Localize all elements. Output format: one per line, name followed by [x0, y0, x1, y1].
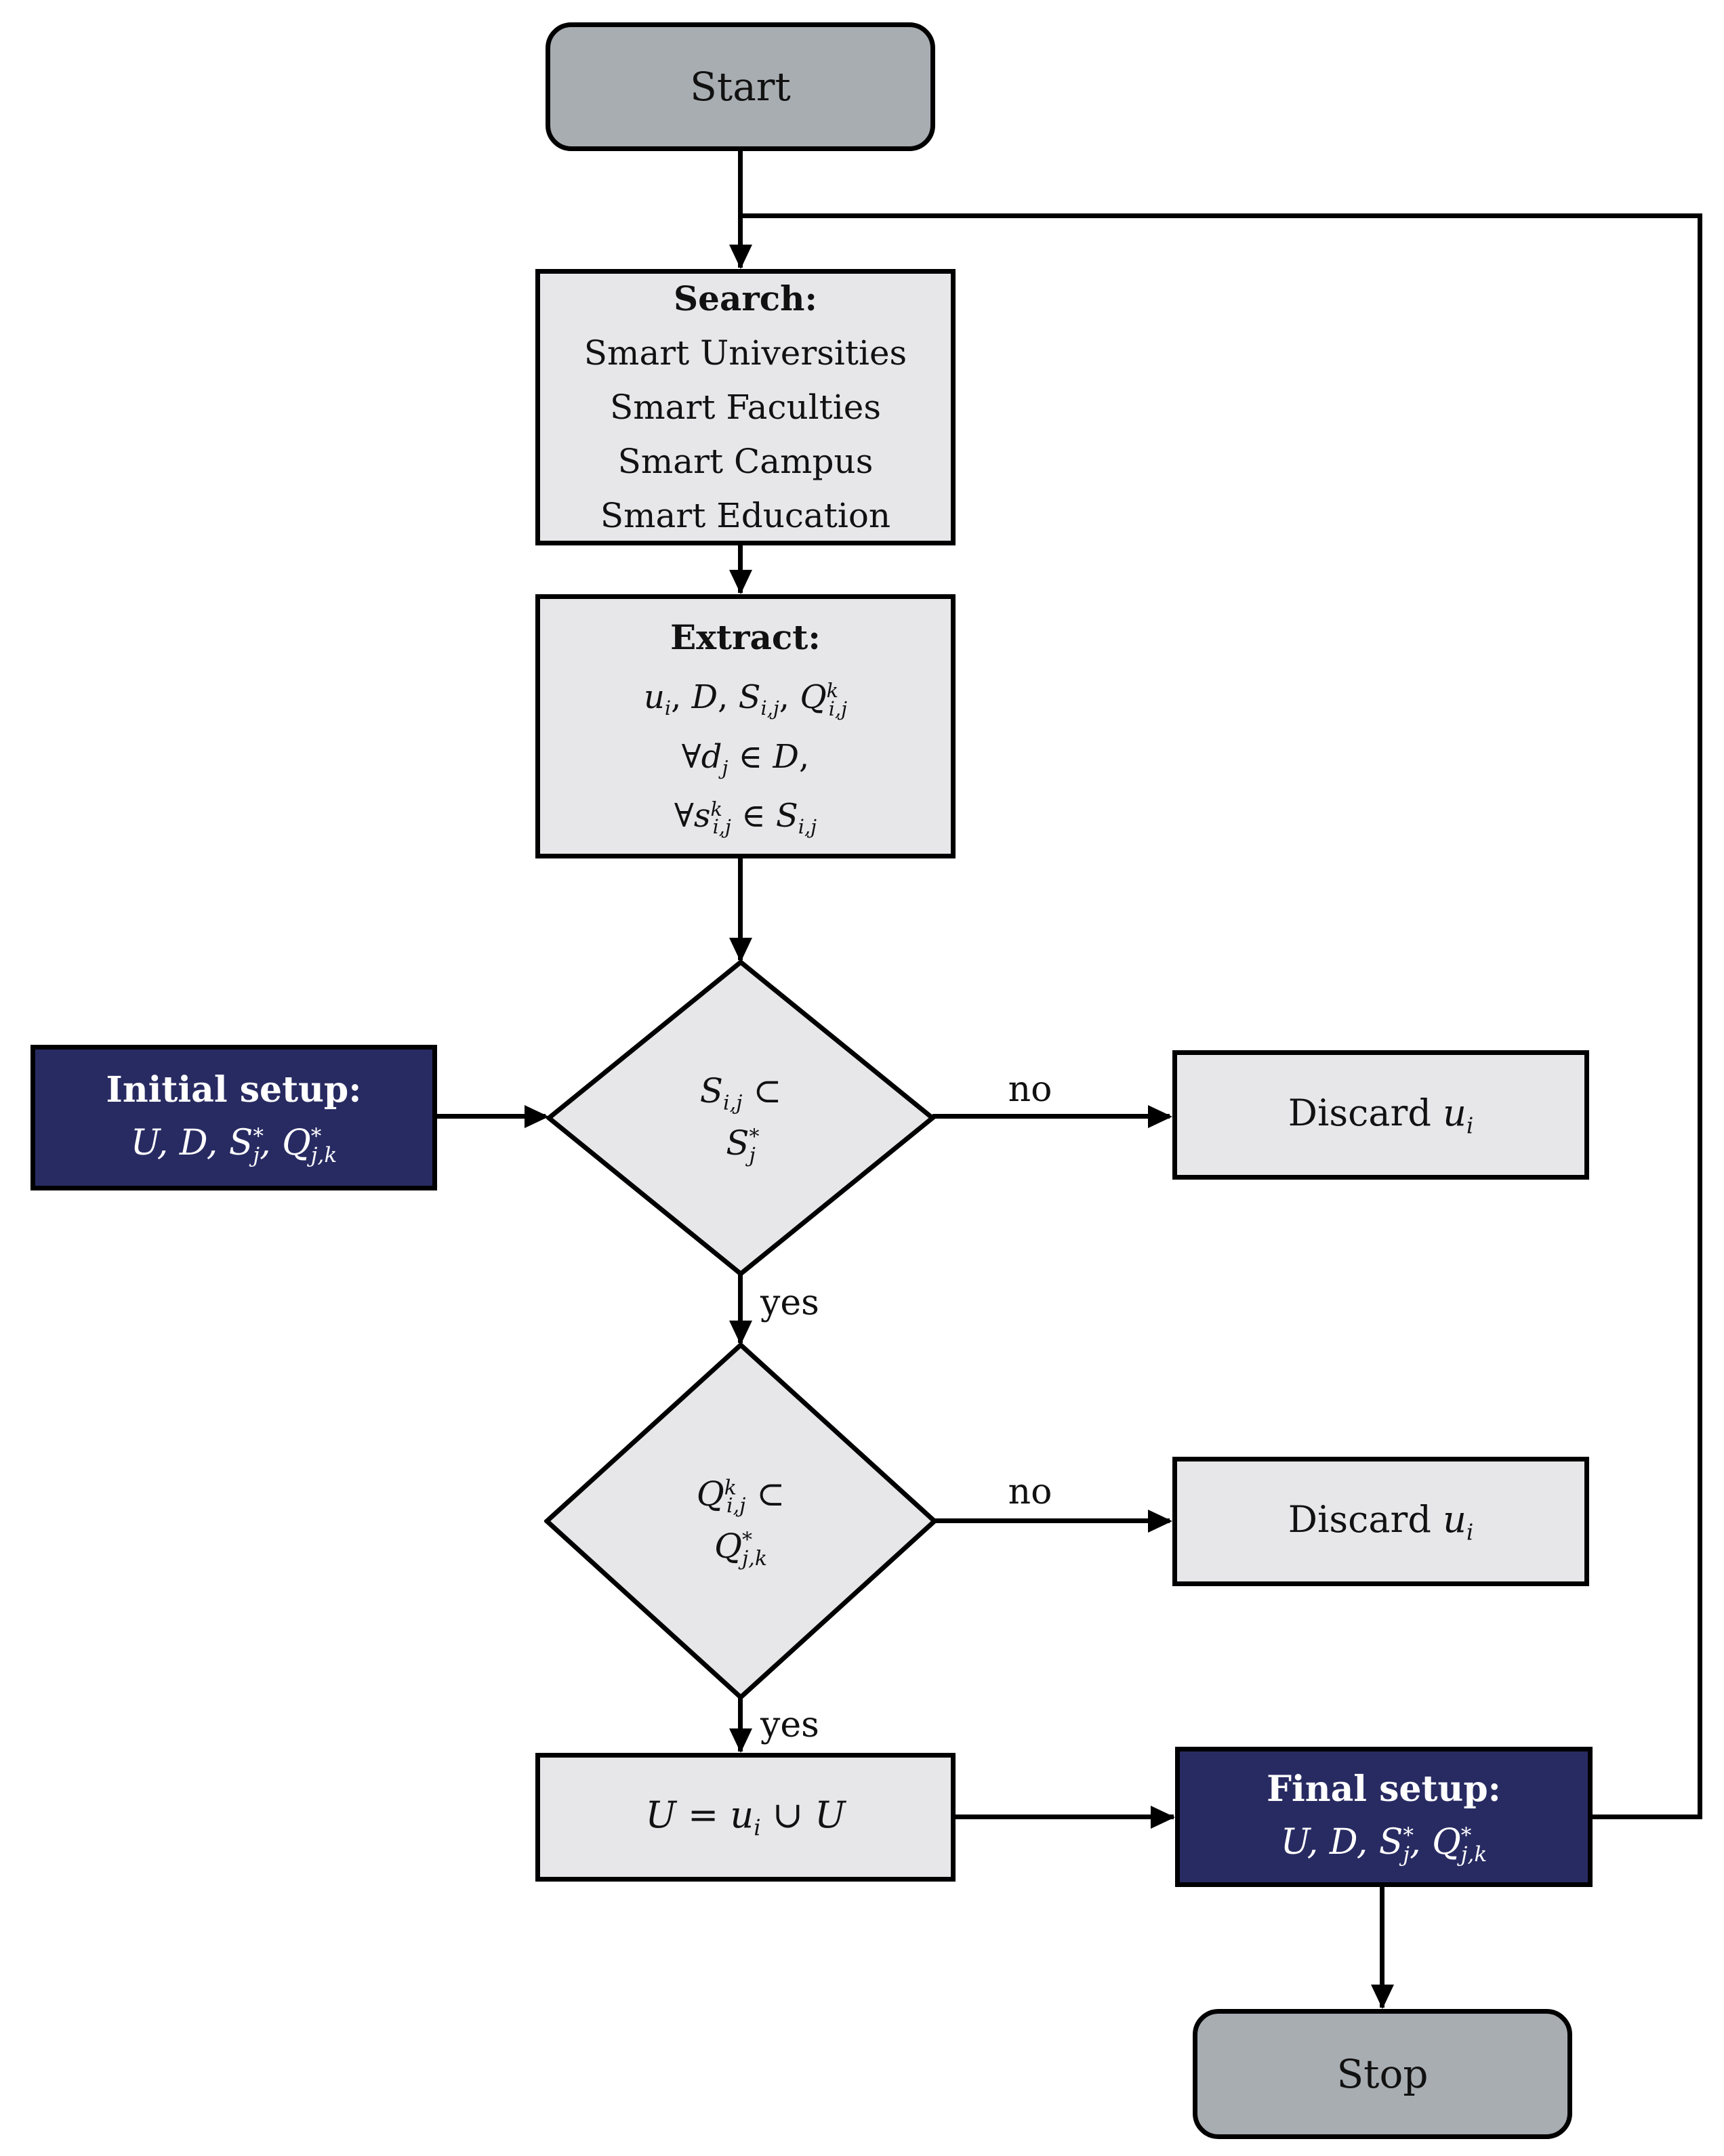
- extract-node: Extract: ui, D, Si,j, Qki,j ∀dj ∈ D, ∀sk…: [535, 594, 956, 858]
- start-node: Start: [546, 22, 935, 151]
- arrowhead-into-extract: [729, 570, 752, 594]
- search-line: Smart Universities: [583, 333, 907, 373]
- extract-line: ∀ski,j ∈ Si,j: [674, 797, 817, 839]
- edge-start-to-search: [738, 151, 743, 268]
- initial-setup-line: U, D, S*j, Q*j,k: [130, 1123, 337, 1168]
- arrowhead-into-decision2: [729, 1321, 752, 1345]
- decision2-line2: Q*j,k: [714, 1527, 768, 1571]
- edge-decision2-no: [935, 1518, 1170, 1523]
- start-label: Start: [690, 64, 791, 110]
- diamond-shape: [546, 959, 935, 1277]
- decision1-line1: Si,j ⊂: [699, 1071, 782, 1115]
- arrowhead-into-final: [1151, 1806, 1175, 1829]
- extract-line: ui, D, Si,j, Qki,j: [643, 678, 848, 720]
- search-node: Search: Smart Universities Smart Faculti…: [535, 269, 956, 545]
- extract-line: ∀dj ∈ D,: [681, 737, 810, 779]
- edge-decision1-no: [932, 1114, 1170, 1119]
- discard1-label: Discard ui: [1288, 1091, 1474, 1139]
- union-label: U = ui ∪ U: [645, 1794, 846, 1841]
- edge-search-to-extract: [738, 545, 743, 593]
- decision2-line1: Qki,j ⊂: [696, 1474, 785, 1518]
- edge-decision2-yes: [738, 1697, 743, 1751]
- decision1-diamond: [546, 959, 935, 1277]
- diamond-shape: [544, 1342, 937, 1700]
- arrowhead-into-stop: [1371, 1985, 1394, 2009]
- feedback-edge-bottom: [1593, 1815, 1702, 1819]
- final-setup-node: Final setup: U, D, S*j, Q*j,k: [1175, 1747, 1593, 1887]
- discard2-label: Discard ui: [1288, 1497, 1474, 1546]
- edge-final-to-stop: [1380, 1887, 1384, 2008]
- arrowhead-into-union: [729, 1728, 752, 1753]
- initial-setup-node: Initial setup: U, D, S*j, Q*j,k: [30, 1045, 437, 1190]
- edge-union-to-final: [956, 1815, 1174, 1819]
- decision1-line2: S*j: [726, 1123, 760, 1167]
- decision2-text: Qki,j ⊂ Q*j,k: [583, 1447, 899, 1596]
- stop-node: Stop: [1193, 2009, 1572, 2139]
- arrowhead-into-decision1: [729, 938, 752, 962]
- search-line: Smart Education: [600, 496, 891, 535]
- discard1-node: Discard ui: [1172, 1050, 1589, 1180]
- edge-decision1-yes: [738, 1274, 743, 1343]
- edge-initial-to-decision1: [437, 1114, 546, 1119]
- union-node: U = ui ∪ U: [535, 1753, 956, 1882]
- edge-extract-to-decision1: [738, 858, 743, 960]
- search-line: Smart Faculties: [610, 388, 881, 427]
- initial-setup-title: Initial setup:: [106, 1069, 362, 1111]
- decision1-text: Si,j ⊂ S*j: [583, 1043, 899, 1193]
- arrowhead-into-search: [729, 245, 752, 269]
- search-title: Search:: [674, 278, 817, 318]
- discard2-node: Discard ui: [1172, 1457, 1589, 1586]
- edge-label-decision2-no: no: [1008, 1472, 1052, 1512]
- arrowhead-into-discard1: [1148, 1105, 1172, 1128]
- edge-label-decision2-yes: yes: [760, 1705, 819, 1745]
- arrowhead-into-decision1-left: [525, 1105, 549, 1128]
- final-setup-line: U, D, S*j, Q*j,k: [1280, 1822, 1487, 1867]
- edge-label-decision1-no: no: [1008, 1069, 1052, 1110]
- stop-label: Stop: [1336, 2051, 1429, 2097]
- edge-label-decision1-yes: yes: [760, 1283, 819, 1323]
- arrowhead-into-discard2: [1148, 1510, 1172, 1533]
- feedback-edge-top: [738, 213, 1702, 218]
- final-setup-title: Final setup:: [1267, 1768, 1501, 1810]
- extract-title: Extract:: [670, 617, 821, 658]
- search-line: Smart Campus: [617, 442, 874, 481]
- decision2-diamond: [544, 1342, 937, 1700]
- feedback-edge-right: [1698, 213, 1702, 1819]
